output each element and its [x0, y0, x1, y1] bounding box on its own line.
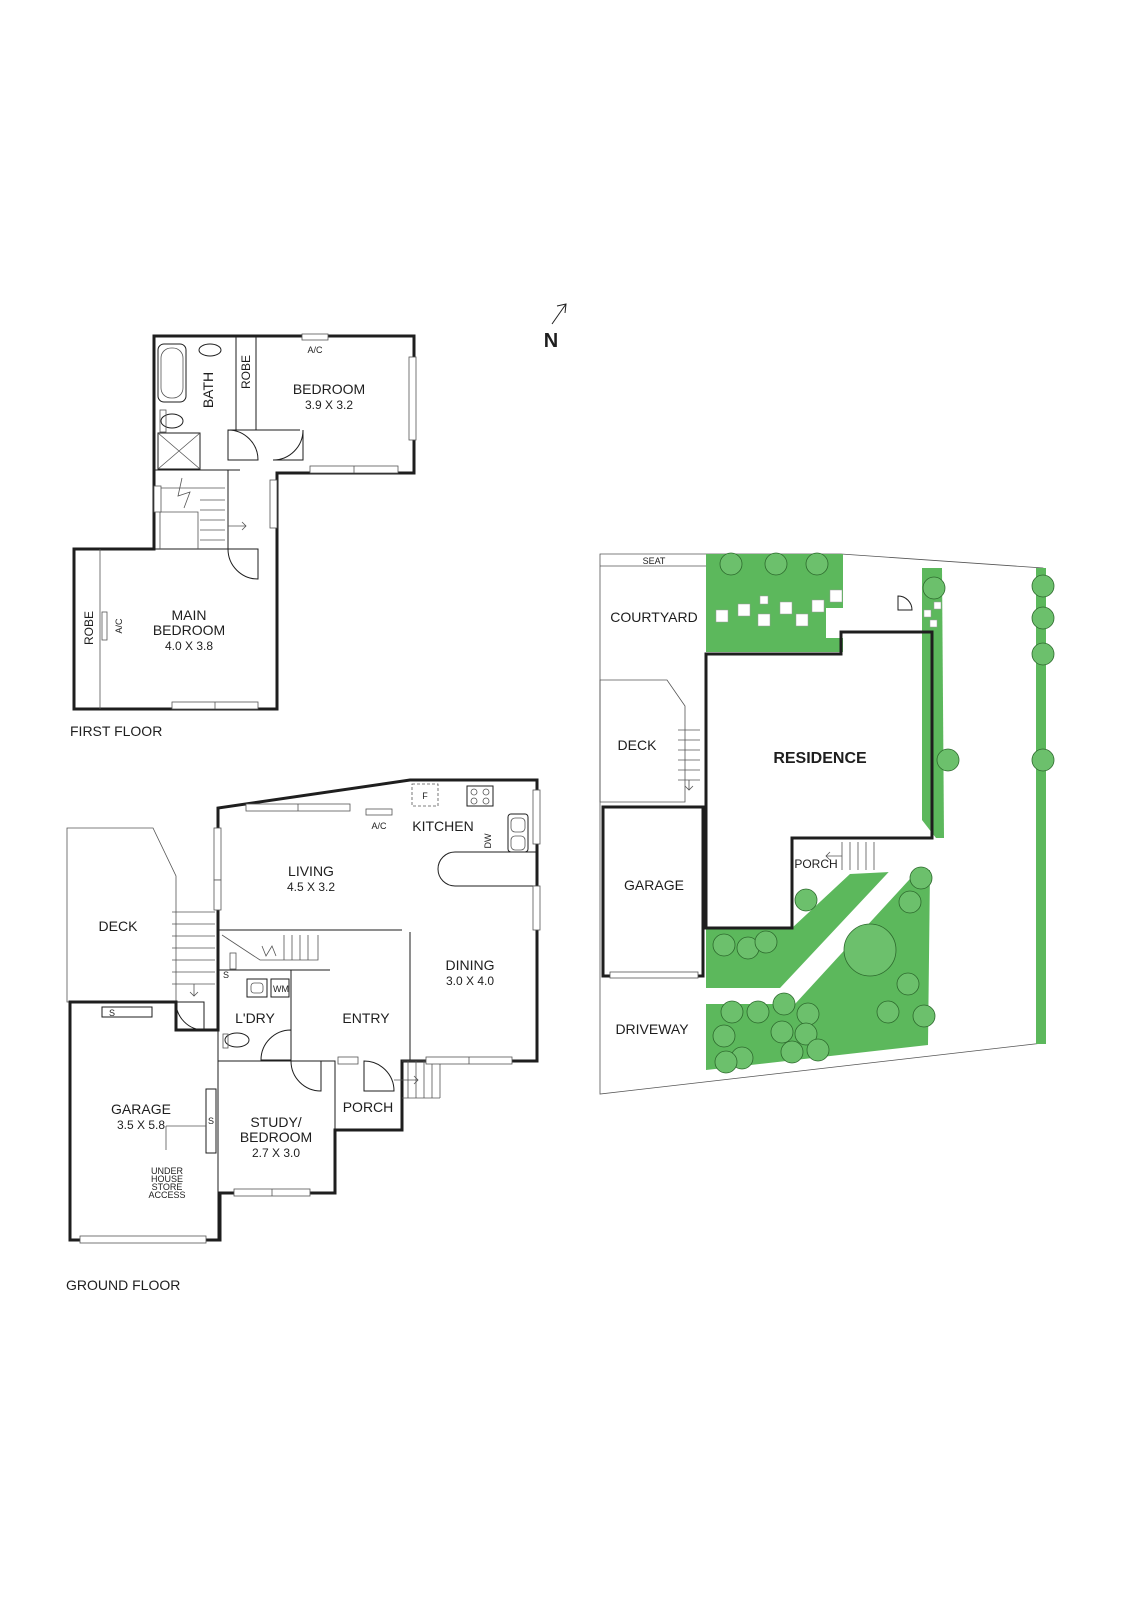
- ground-floor-caption: GROUND FLOOR: [66, 1277, 180, 1293]
- site-garage-label: GARAGE: [624, 877, 684, 893]
- first-floor-plan: [72, 333, 417, 711]
- under-house-4: ACCESS: [148, 1190, 185, 1200]
- ground-floor-plan: [66, 778, 541, 1244]
- site-courtyard-label: COURTYARD: [610, 609, 697, 625]
- site-driveway-label: DRIVEWAY: [615, 1021, 689, 1037]
- laundry-wm-label: WM: [273, 984, 289, 994]
- main-bedroom-name-2: BEDROOM: [153, 622, 225, 638]
- deck-label: DECK: [99, 918, 139, 934]
- compass-label: N: [544, 330, 558, 352]
- north-arrow-icon: [551, 303, 567, 325]
- garage-dims: 3.5 X 5.8: [117, 1118, 165, 1132]
- entry-label: ENTRY: [342, 1010, 390, 1026]
- main-bedroom-dims: 4.0 X 3.8: [165, 639, 213, 653]
- robe-main-label: ROBE: [82, 611, 96, 645]
- site-residence-label: RESIDENCE: [773, 750, 867, 767]
- site-seat-label: SEAT: [643, 556, 666, 566]
- garage-name: GARAGE: [111, 1101, 171, 1117]
- study-name-1: STUDY/: [250, 1114, 301, 1130]
- first-floor-caption: FIRST FLOOR: [70, 723, 162, 739]
- porch-label: PORCH: [343, 1099, 394, 1115]
- laundry-name: L'DRY: [235, 1010, 275, 1026]
- under-house-2: HOUSE: [151, 1174, 183, 1184]
- study-dims: 2.7 X 3.0: [252, 1146, 300, 1160]
- garage-s-top-label: S: [109, 1008, 115, 1018]
- bedroom-ac-label: A/C: [307, 345, 323, 355]
- site-porch-label: PORCH: [794, 857, 837, 871]
- site-deck-label: DECK: [618, 737, 658, 753]
- kitchen-name: KITCHEN: [412, 818, 473, 834]
- bedroom-dims: 3.9 X 3.2: [305, 398, 353, 412]
- dining-dims: 3.0 X 4.0: [446, 974, 494, 988]
- under-house-1: UNDER: [151, 1166, 184, 1176]
- kitchen-fridge-label: F: [422, 791, 428, 801]
- site-plan: [599, 552, 1055, 1095]
- living-name: LIVING: [288, 863, 334, 879]
- living-dims: 4.5 X 3.2: [287, 880, 335, 894]
- under-house-3: STORE: [152, 1182, 183, 1192]
- bedroom-name: BEDROOM: [293, 381, 365, 397]
- ac-main-label: A/C: [114, 618, 124, 634]
- main-bedroom-name-1: MAIN: [172, 607, 207, 623]
- bath-label: BATH: [200, 372, 216, 408]
- garage-s-side-label: S: [208, 1116, 214, 1126]
- dining-name: DINING: [446, 957, 495, 973]
- robe-upper-label: ROBE: [239, 355, 253, 389]
- ground-ac-label: A/C: [371, 821, 387, 831]
- kitchen-dw-label: DW: [483, 833, 493, 848]
- laundry-s-label: S: [223, 970, 229, 980]
- study-name-2: BEDROOM: [240, 1129, 312, 1145]
